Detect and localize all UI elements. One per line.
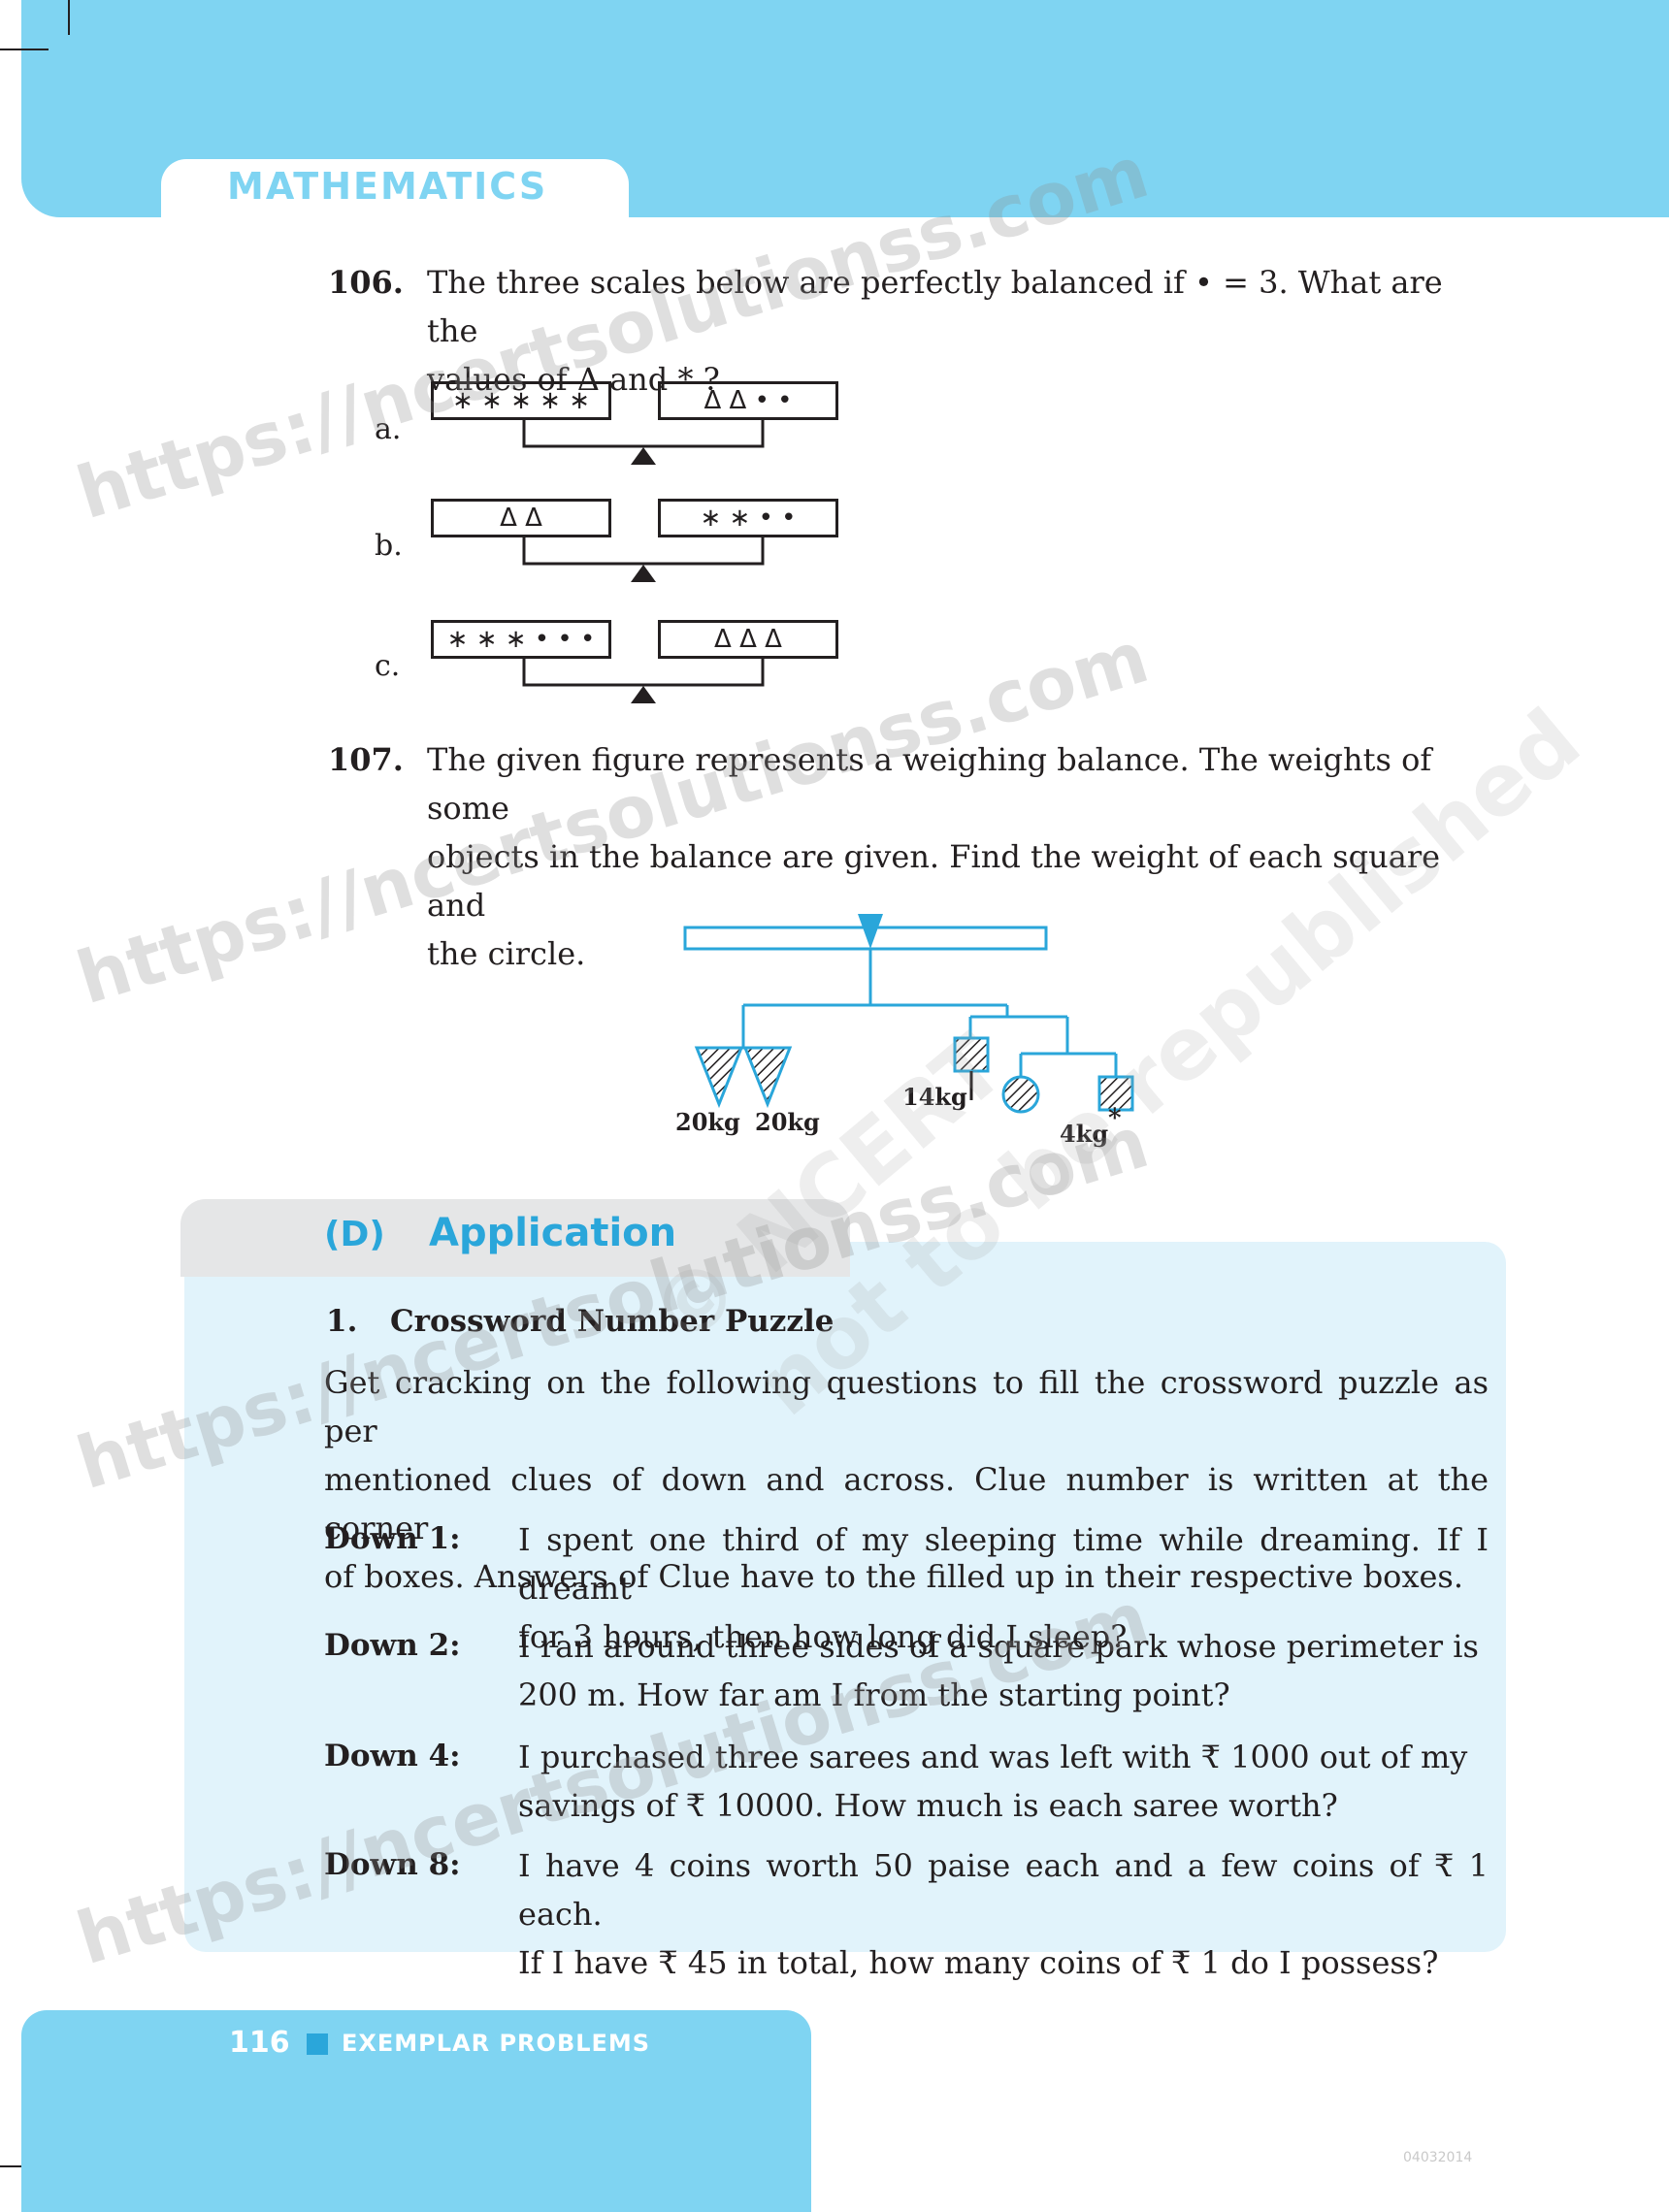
- clue-line: If I have ₹ 45 in total, how many coins …: [518, 1944, 1439, 1981]
- weight-square: [953, 1036, 990, 1073]
- intro-line: of boxes. Answers of Clue have to the fi…: [324, 1558, 1464, 1595]
- header-tab: [161, 159, 629, 227]
- section-title: Application: [429, 1211, 677, 1255]
- fulcrum-icon: [631, 447, 656, 465]
- question-number: 107.: [328, 741, 404, 778]
- clue-line: 200 m. How far am I from the starting po…: [518, 1676, 1230, 1713]
- scale-pan-right: Δ Δ Δ: [658, 620, 838, 659]
- scale-pan-left: ∗ ∗ ∗ • • •: [431, 620, 611, 659]
- footer-square-icon: [307, 2033, 328, 2055]
- clue-line: for 3 hours, then how long did I sleep?: [518, 1618, 1128, 1655]
- weight-circle: [1001, 1075, 1040, 1114]
- weight-square: [1097, 1075, 1134, 1112]
- option-label: b.: [375, 529, 403, 563]
- clue-line: I purchased three sarees and was left wi…: [518, 1739, 1468, 1775]
- application-section-panel: [184, 1242, 1506, 1952]
- question-text: The three scales below are perfectly bal…: [427, 258, 1494, 404]
- question-text: The given figure represents a weighing b…: [427, 735, 1494, 978]
- scale-pan-right: ∗ ∗ • •: [658, 499, 838, 537]
- section-code: (D): [324, 1215, 385, 1254]
- clue-line: savings of ₹ 10000. How much is each sar…: [518, 1787, 1338, 1824]
- scale-pan-left: ∗ ∗ ∗ ∗ ∗: [431, 381, 611, 420]
- option-label: c.: [375, 649, 401, 683]
- pivot-icon: [858, 914, 883, 949]
- fulcrum-icon: [631, 565, 656, 582]
- clue-line: I have 4 coins worth 50 paise each and a…: [518, 1847, 1489, 1933]
- balance-scales: a. ∗ ∗ ∗ ∗ ∗ Δ Δ • • b. Δ Δ ∗ ∗ • • c. ∗…: [369, 374, 854, 703]
- question-line: objects in the balance are given. Find t…: [427, 838, 1441, 924]
- clue-label: Down 4:: [324, 1739, 461, 1773]
- page-number: 116: [229, 2026, 290, 2060]
- weight-label: 20kg: [755, 1108, 820, 1136]
- question-line: the circle.: [427, 935, 586, 972]
- intro-line: Get cracking on the following questions …: [324, 1364, 1489, 1449]
- question-line: The given figure represents a weighing b…: [427, 741, 1432, 827]
- weight-label: 4kg: [1060, 1120, 1109, 1148]
- puzzle-intro: Get cracking on the following questions …: [324, 1358, 1489, 1601]
- clue-text: I spent one third of my sleeping time wh…: [518, 1515, 1489, 1661]
- crop-mark: [68, 0, 70, 35]
- question-line: The three scales below are perfectly bal…: [427, 264, 1443, 349]
- question-line: values of Δ and * ?: [427, 361, 720, 398]
- crop-mark: [0, 49, 49, 50]
- intro-line: mentioned clues of down and across. Clue…: [324, 1461, 1489, 1546]
- scale-pan-right: Δ Δ • •: [658, 381, 838, 420]
- clue-line: I ran around three sides of a square par…: [518, 1628, 1479, 1665]
- scale-pan-left: Δ Δ: [431, 499, 611, 537]
- clue-label: Down 2:: [324, 1628, 461, 1663]
- scale-beams: [522, 420, 765, 703]
- print-code: 04032014: [1403, 2150, 1473, 2165]
- puzzle-number: 1.: [326, 1304, 358, 1339]
- weight-triangle-20kg: [694, 1046, 744, 1109]
- clue-text: I have 4 coins worth 50 paise each and a…: [518, 1841, 1489, 1987]
- clue-text: I purchased three sarees and was left wi…: [518, 1733, 1489, 1830]
- fulcrum-icon: [631, 686, 656, 703]
- clue-line: I spent one third of my sleeping time wh…: [518, 1521, 1489, 1607]
- option-label: a.: [375, 412, 402, 446]
- weight-label: 20kg: [675, 1108, 740, 1136]
- weight-triangle-20kg: [742, 1046, 793, 1109]
- star-mark: *: [1108, 1104, 1122, 1133]
- puzzle-title: Crossword Number Puzzle: [390, 1304, 834, 1339]
- book-title: EXEMPLAR PROBLEMS: [342, 2030, 651, 2057]
- page-subject-title: MATHEMATICS: [227, 165, 548, 208]
- weighing-balance-figure: 20kg 20kg 14kg 4kg *: [670, 910, 1155, 1162]
- clue-text: I ran around three sides of a square par…: [518, 1622, 1489, 1719]
- clue-label: Down 8:: [324, 1847, 461, 1882]
- footer-band: [21, 2010, 811, 2212]
- question-number: 106.: [328, 264, 404, 301]
- section-tab: [180, 1199, 850, 1277]
- clue-label: Down 1:: [324, 1521, 461, 1556]
- weight-label: 14kg: [902, 1083, 967, 1111]
